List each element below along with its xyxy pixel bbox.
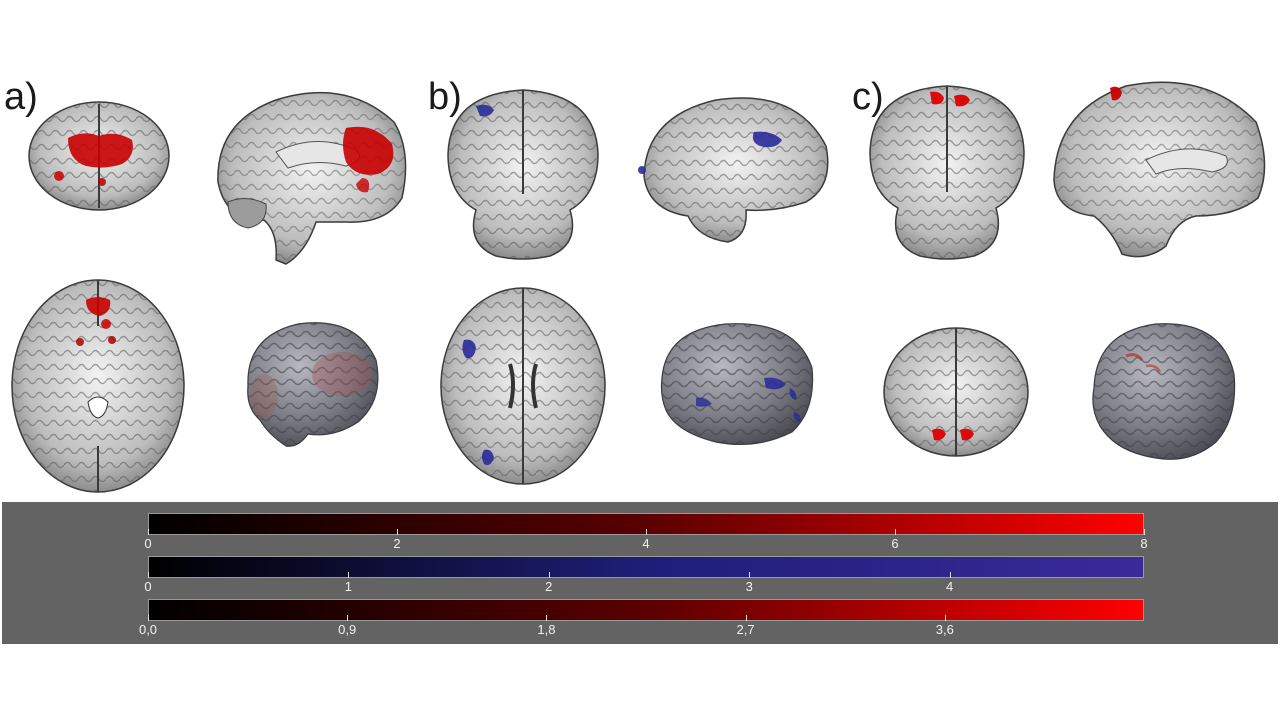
brain-axial-slice-a xyxy=(11,279,185,493)
brain-coronal-slice-b xyxy=(447,89,599,260)
colorbar-tick-label: 2 xyxy=(393,536,401,551)
brain-3d-render-a xyxy=(247,322,379,447)
colorbar-tick-mark xyxy=(749,572,751,578)
colorbar-blue-scale-b xyxy=(148,556,1144,578)
colorbar-tick-mark xyxy=(148,615,149,621)
colorbar-tick-mark xyxy=(1144,529,1145,535)
brain-sagittal-slice-b xyxy=(638,97,829,243)
colorbar-tick-label: 0 xyxy=(144,536,152,551)
colorbar-red-scale-c xyxy=(148,599,1144,621)
colorbar-tick-label: 0,9 xyxy=(338,622,357,637)
colorbar-tick-mark xyxy=(148,529,149,535)
colorbar-tick-label: 0 xyxy=(144,579,152,594)
colorbar-tick-mark xyxy=(944,615,946,621)
colorbar-tick-mark xyxy=(148,572,149,578)
colorbar-tick-mark xyxy=(949,572,951,578)
colorbar-tick-label: 6 xyxy=(891,536,899,551)
colorbar-tick-label: 4 xyxy=(642,536,650,551)
colorbar-tick-mark xyxy=(347,615,349,621)
brain-axial-slice-c xyxy=(883,327,1029,457)
brain-axial-slice-b xyxy=(440,287,606,485)
brain-coronal-slice-c xyxy=(869,85,1025,260)
brain-sagittal-slice-a xyxy=(217,91,407,265)
colorbar-tick-label: 1,8 xyxy=(537,622,556,637)
colorbar-tick-mark xyxy=(348,572,350,578)
panel-label-c: c) xyxy=(852,76,884,118)
colorbar-tick-mark xyxy=(397,529,398,535)
brain-sagittal-slice-c xyxy=(1053,81,1266,258)
brain-3d-render-b xyxy=(660,323,814,446)
panel-label-a: a) xyxy=(4,76,38,118)
colorbar-tick-label: 1 xyxy=(344,579,353,594)
colorbar-tick-label: 0,0 xyxy=(138,622,158,637)
brain-coronal-slice-a xyxy=(28,101,170,211)
colorbar-tick-label: 3 xyxy=(745,579,753,594)
colorbar-tick-mark xyxy=(546,615,548,621)
brain-3d-render-c xyxy=(1092,323,1236,460)
colorbar-tick-mark xyxy=(548,572,550,578)
colorbar-tick-mark xyxy=(646,529,647,535)
colorbar-tick-label: 2 xyxy=(545,579,553,594)
colorbar-tick-label: 2,7 xyxy=(736,622,755,637)
colorbar-tick-label: 4 xyxy=(945,579,954,594)
colorbar-legend: 0 2 4 6 8 0 1 2 3 4 0,0 0,9 1,8 2,7 3,6 xyxy=(2,502,1278,644)
colorbar-tick-label: 3,6 xyxy=(935,622,954,637)
colorbar-tick-mark xyxy=(745,615,747,621)
colorbar-tick-label: 8 xyxy=(1140,536,1148,551)
colorbar-tick-mark xyxy=(895,529,896,535)
panel-label-b: b) xyxy=(428,76,462,118)
